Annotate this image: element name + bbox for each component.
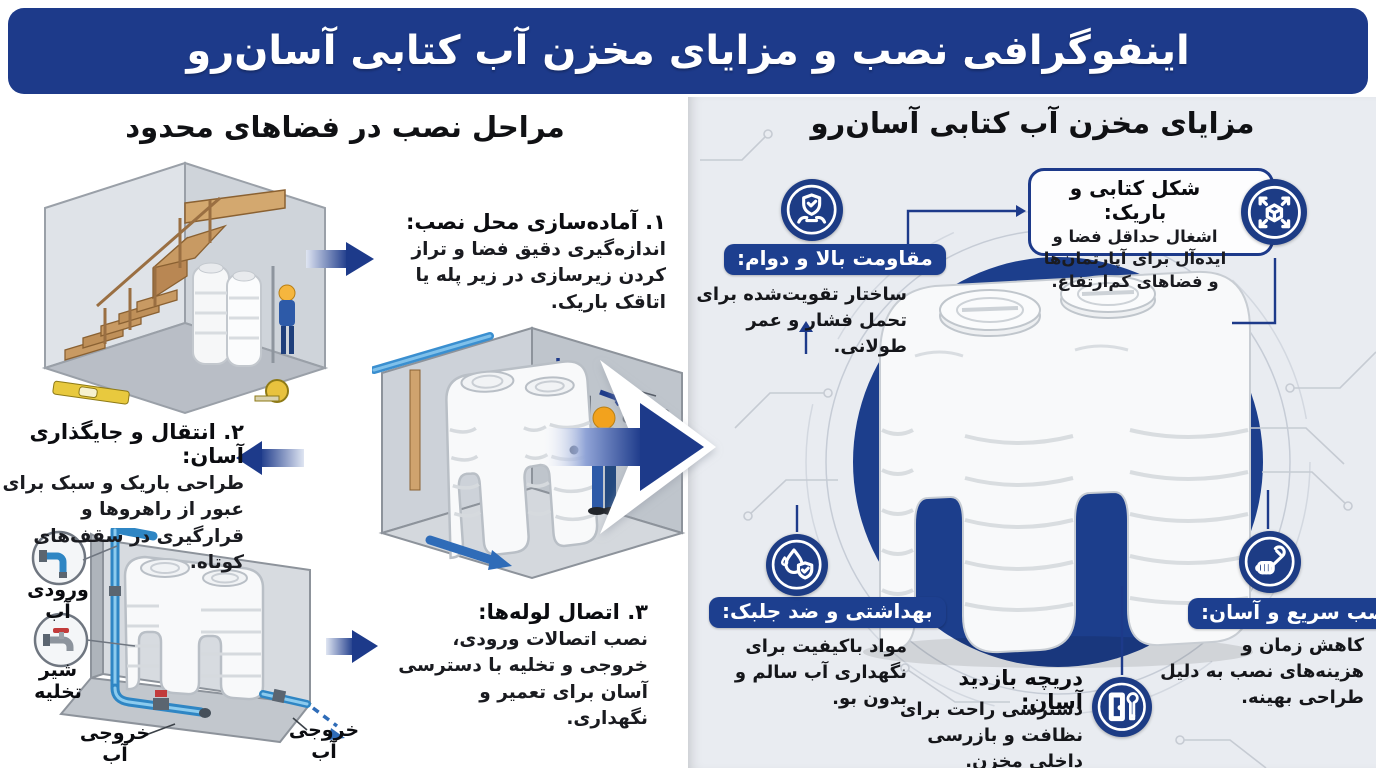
big-transition-arrow xyxy=(540,360,716,534)
benefit-install-body: کاهش زمان و هزینه‌های نصب به دلیل طراحی … xyxy=(1160,635,1364,709)
step-3-body: نصب اتصالات ورودی، خروجی و تخلیه با دستر… xyxy=(398,629,648,729)
water-inlet-label: ورودی آب xyxy=(27,579,89,623)
under-stairs-illustration xyxy=(41,161,329,415)
step-2-body: طراحی باریک و سبک برای عبور از راهروها و… xyxy=(2,473,244,573)
benefit-hatch-title: دریچه بازدید آسان: xyxy=(958,666,1083,714)
drain-valve-label: شیر تخلیه xyxy=(34,659,82,703)
droplet-shield-icon xyxy=(766,534,828,596)
water-outlet-right-label: خروجی آب xyxy=(288,719,360,763)
book-shaped-tank-image xyxy=(863,270,1253,668)
step-arrows xyxy=(236,242,378,663)
hand-wrench-icon xyxy=(1239,531,1301,593)
page-title: اینفوگرافی نصب و مزایای مخزن آب کتابی آس… xyxy=(186,28,1190,74)
step-2-title: ۲. انتقال و جایگذاری آسان: xyxy=(29,420,244,468)
callout-connectors xyxy=(795,205,1277,675)
benefit-hatch-body: دسترسی راحت برای نظافت و بازرسی داخلی مخ… xyxy=(899,699,1083,768)
install-step-3: ۳. اتصال لوله‌ها: نصب اتصالات ورودی، خرو… xyxy=(392,600,648,732)
door-wrench-icon xyxy=(1092,677,1152,737)
worker-figure xyxy=(271,266,296,363)
water-outlet-left-label: خروجی آب xyxy=(79,722,151,766)
step-3-title: ۳. اتصال لوله‌ها: xyxy=(478,600,648,624)
cube-expand-icon xyxy=(1241,179,1307,245)
shield-strength-icon xyxy=(781,179,843,241)
benefit-durability-title: مقاومت بالا و دوام: xyxy=(724,244,946,275)
benefit-install-title: نصب سریع و آسان: xyxy=(1188,598,1376,629)
circuit-traces xyxy=(700,129,1376,768)
benefit-hygienic-body: مواد باکیفیت برای نگهداری آب سالم و بدون… xyxy=(734,636,907,710)
benefit-slim-shape-box: شکل کتابی و باریک: اشغال حداقل فضا و اید… xyxy=(1028,168,1274,291)
title-banner: اینفوگرافی نصب و مزایای مخزن آب کتابی آس… xyxy=(8,8,1368,94)
install-step-2: ۲. انتقال و جایگذاری آسان: طراحی باریک و… xyxy=(2,420,244,576)
drain-valve-icon xyxy=(33,612,136,668)
inlet-faucet-icon xyxy=(31,530,118,586)
left-section-title: مراحل نصب در فضاهای محدود xyxy=(125,110,565,144)
pipe-connection-illustration xyxy=(31,528,345,744)
tank-lids xyxy=(939,275,1156,337)
install-step-1: ۱. آماده‌سازی محل نصب: اندازه‌گیری دقیق … xyxy=(358,210,666,316)
right-section-title: مزایای مخزن آب کتابی آسان‌رو xyxy=(810,106,1255,140)
benefit-hygienic-title: بهداشتی و ضد جلبک: xyxy=(709,597,946,628)
benefit-durability-body: ساختار تقویت‌شده برای تحمل فشار و عمر طو… xyxy=(696,284,907,358)
benefit-slim-body: اشغال حداقل فضا و ایده‌آل برای آپارتمان‌… xyxy=(1043,227,1227,291)
step-1-body: اندازه‌گیری دقیق فضا و تراز کردن زیرسازی… xyxy=(411,239,667,313)
step-1-title: ۱. آماده‌سازی محل نصب: xyxy=(406,210,666,234)
benefit-slim-title: شکل کتابی و باریک: xyxy=(1069,176,1201,224)
